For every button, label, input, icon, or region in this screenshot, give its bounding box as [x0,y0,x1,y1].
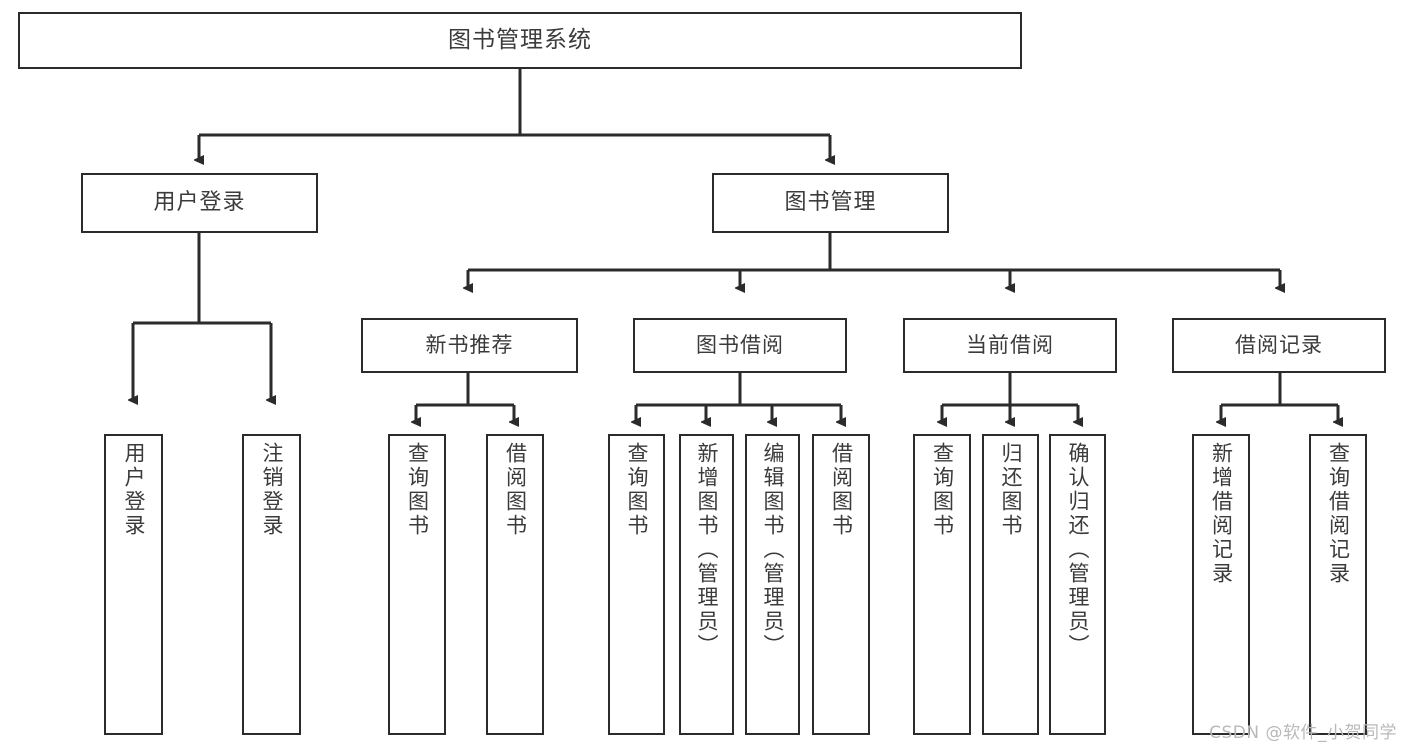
leaf-borrow-add-book-admin[interactable]: 新增图书（管理员） [679,434,734,735]
node-label: 查询借阅记录 [1326,442,1351,586]
node-label: 图书借阅 [696,333,784,358]
node-label: 查询图书 [624,442,649,538]
leaf-new-book-borrow[interactable]: 借阅图书 [486,434,544,735]
node-label: 注销登录 [259,442,284,538]
leaf-record-query-record[interactable]: 查询借阅记录 [1309,434,1367,735]
node-label: 编辑图书（管理员） [760,442,785,658]
node-label: 图书管理 [784,190,877,216]
leaf-user-login-login[interactable]: 用户登录 [104,434,163,735]
node-label: 确认归还（管理员） [1065,442,1090,658]
node-borrow-record[interactable]: 借阅记录 [1172,318,1386,373]
node-label: 借阅图书 [503,442,528,538]
node-label: 新书推荐 [425,333,514,358]
node-new-book-recommend[interactable]: 新书推荐 [361,318,578,373]
leaf-current-confirm-return-admin[interactable]: 确认归还（管理员） [1049,434,1106,735]
node-label: 新增图书（管理员） [694,442,719,658]
leaf-current-query-book[interactable]: 查询图书 [913,434,971,735]
csdn-watermark: CSDN @软件_小贺同学 [1209,723,1397,743]
node-user-login[interactable]: 用户登录 [81,173,318,233]
node-label: 借阅记录 [1235,333,1323,358]
node-label: 当前借阅 [966,333,1054,358]
leaf-borrow-borrow-book[interactable]: 借阅图书 [812,434,870,735]
leaf-borrow-query-book[interactable]: 查询图书 [608,434,665,735]
node-label: 归还图书 [998,442,1023,538]
leaf-borrow-edit-book-admin[interactable]: 编辑图书（管理员） [745,434,800,735]
node-label: 图书管理系统 [448,27,592,54]
node-label: 用户登录 [121,442,146,538]
node-root-system[interactable]: 图书管理系统 [18,12,1022,69]
leaf-user-login-logout[interactable]: 注销登录 [242,434,301,735]
node-label: 借阅图书 [829,442,854,538]
leaf-current-return-book[interactable]: 归还图书 [982,434,1039,735]
leaf-record-add-record[interactable]: 新增借阅记录 [1192,434,1250,735]
leaf-new-book-query[interactable]: 查询图书 [388,434,446,735]
node-label: 查询图书 [930,442,955,538]
node-book-management[interactable]: 图书管理 [712,173,949,233]
node-label: 用户登录 [153,190,246,216]
node-label: 查询图书 [405,442,430,538]
node-label: 新增借阅记录 [1209,442,1234,586]
node-book-borrow[interactable]: 图书借阅 [633,318,847,373]
node-current-borrow[interactable]: 当前借阅 [903,318,1117,373]
